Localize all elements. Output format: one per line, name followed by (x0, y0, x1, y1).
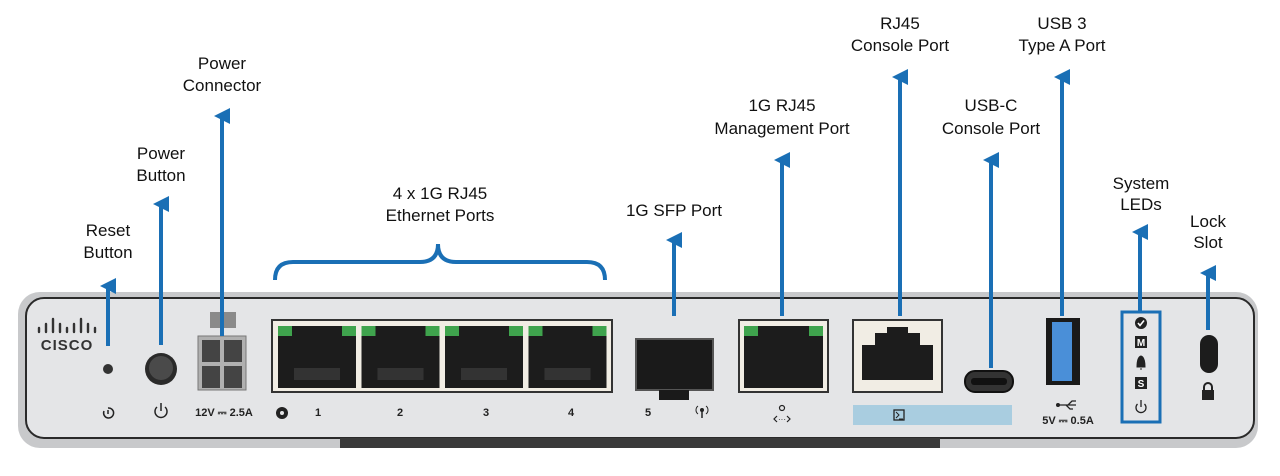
sfp-label: 1G SFP Port (626, 201, 722, 220)
management-icon: ··· (773, 404, 791, 424)
power-button-label-2: Button (136, 166, 185, 185)
usb3-port[interactable] (1046, 318, 1080, 385)
reset-icon (102, 407, 115, 419)
power-icon (154, 403, 168, 419)
reset-label-2: Button (83, 243, 132, 262)
rj45-console-label-2: Console Port (851, 36, 950, 55)
svg-text:M: M (1137, 338, 1145, 349)
lock-label: Lock (1190, 212, 1226, 231)
cisco-logo: CISCO (37, 317, 97, 354)
power-button[interactable] (145, 353, 177, 385)
antenna-icon (695, 405, 709, 418)
ethernet-label-2: Ethernet Ports (386, 206, 495, 225)
rj45-console-port[interactable] (852, 319, 943, 393)
usb-rating: 5V ⎓ 0.5A (1042, 415, 1094, 427)
ethernet-port-1[interactable] (278, 326, 356, 388)
sfp-port[interactable] (635, 338, 714, 400)
leds-label: System (1113, 174, 1170, 193)
sfp-port-label: 5 (645, 407, 651, 419)
svg-text:CISCO: CISCO (41, 337, 94, 354)
usbc-label: USB-C (965, 96, 1018, 115)
console-band (853, 405, 1012, 425)
led-power-icon (1135, 400, 1147, 414)
network-cluster-icon (276, 407, 288, 419)
led-bell-icon (1136, 355, 1146, 370)
mgmt-label: 1G RJ45 (748, 96, 815, 115)
usb-c-console-port[interactable] (964, 370, 1014, 393)
management-port[interactable] (738, 319, 829, 393)
ethernet-port-4[interactable] (528, 326, 607, 388)
leds-label-2: LEDs (1120, 195, 1162, 214)
svg-text:···: ··· (778, 415, 786, 424)
mgmt-label-2: Management Port (714, 119, 849, 138)
eth-port-4-label: 4 (568, 407, 575, 419)
usb3-label: USB 3 (1037, 14, 1086, 33)
ethernet-port-2[interactable] (361, 326, 440, 388)
power-connector-label-2: Connector (183, 76, 262, 95)
power-connector-label: Power (198, 54, 247, 73)
callouts (100, 69, 1216, 368)
eth-port-1-label: 1 (315, 407, 321, 419)
svg-text:S: S (1138, 379, 1145, 390)
led-s-icon (1135, 377, 1147, 389)
system-leds: M S (1120, 310, 1162, 424)
rj45-console-label: RJ45 (880, 14, 920, 33)
ethernet-label: 4 x 1G RJ45 (393, 184, 488, 203)
eth-port-3-label: 3 (483, 407, 489, 419)
console-terminal-icon (893, 409, 905, 421)
lock-label-2: Slot (1193, 233, 1223, 252)
ethernet-ports (271, 319, 613, 393)
lock-slot[interactable] (1200, 335, 1218, 373)
usb-icon (1056, 400, 1076, 410)
ethernet-port-3[interactable] (445, 326, 523, 388)
power-button-label: Power (137, 144, 186, 163)
power-rating: 12V ⎓ 2.5A (195, 407, 253, 419)
lock-icon (1202, 382, 1214, 400)
usb3-label-2: Type A Port (1019, 36, 1106, 55)
usbc-label-2: Console Port (942, 119, 1041, 138)
led-m-icon (1135, 336, 1147, 348)
eth-port-2-label: 2 (397, 407, 403, 419)
reset-label: Reset (86, 221, 131, 240)
reset-button[interactable] (103, 364, 113, 374)
callout-labels: Reset Button Power Button Power Connecto… (83, 14, 1226, 262)
